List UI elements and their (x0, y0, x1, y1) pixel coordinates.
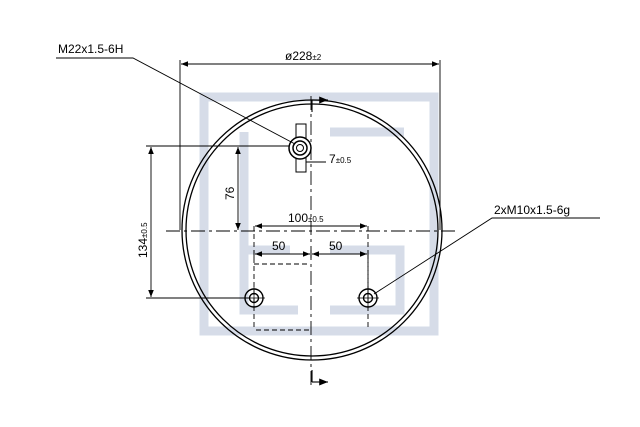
mount-thread-callout: 2xM10x1.5-6g (494, 203, 570, 217)
port-thread-callout: M22x1.5-6H (58, 42, 123, 56)
port-offset-dimension: 7±0.5 (329, 152, 352, 166)
section-markers (311, 96, 328, 386)
mount-bolt-left (243, 287, 265, 309)
air-port (288, 123, 312, 173)
leader-lines (56, 57, 600, 295)
port-offset-value: 7 (329, 152, 336, 166)
port-height-value: 76 (223, 186, 237, 200)
overall-height-tolerance: ±0.5 (140, 222, 149, 238)
port-offset-tolerance: ±0.5 (336, 156, 352, 165)
diameter-dimension: ø228±2 (285, 49, 322, 63)
bolt-spacing-value: 100 (288, 211, 308, 225)
diameter-value: ø228 (285, 49, 313, 63)
spring-outline (181, 99, 443, 361)
half-spacing-right: 50 (329, 239, 343, 253)
centerlines (166, 96, 456, 386)
overall-height-dimension: 134±0.5 (136, 222, 150, 258)
bolt-spacing-tolerance: ±0.5 (308, 215, 324, 224)
port-height-dimension: 76 (223, 186, 237, 200)
dimension-lines (146, 60, 441, 299)
bolt-spacing-dimension: 100±0.5 (288, 211, 324, 225)
half-spacing-left: 50 (272, 239, 286, 253)
overall-height-value: 134 (136, 238, 150, 258)
diameter-tolerance: ±2 (312, 53, 321, 62)
watermark-logo (199, 92, 439, 336)
mount-bolt-right (357, 287, 379, 309)
hidden-lines (253, 226, 369, 331)
